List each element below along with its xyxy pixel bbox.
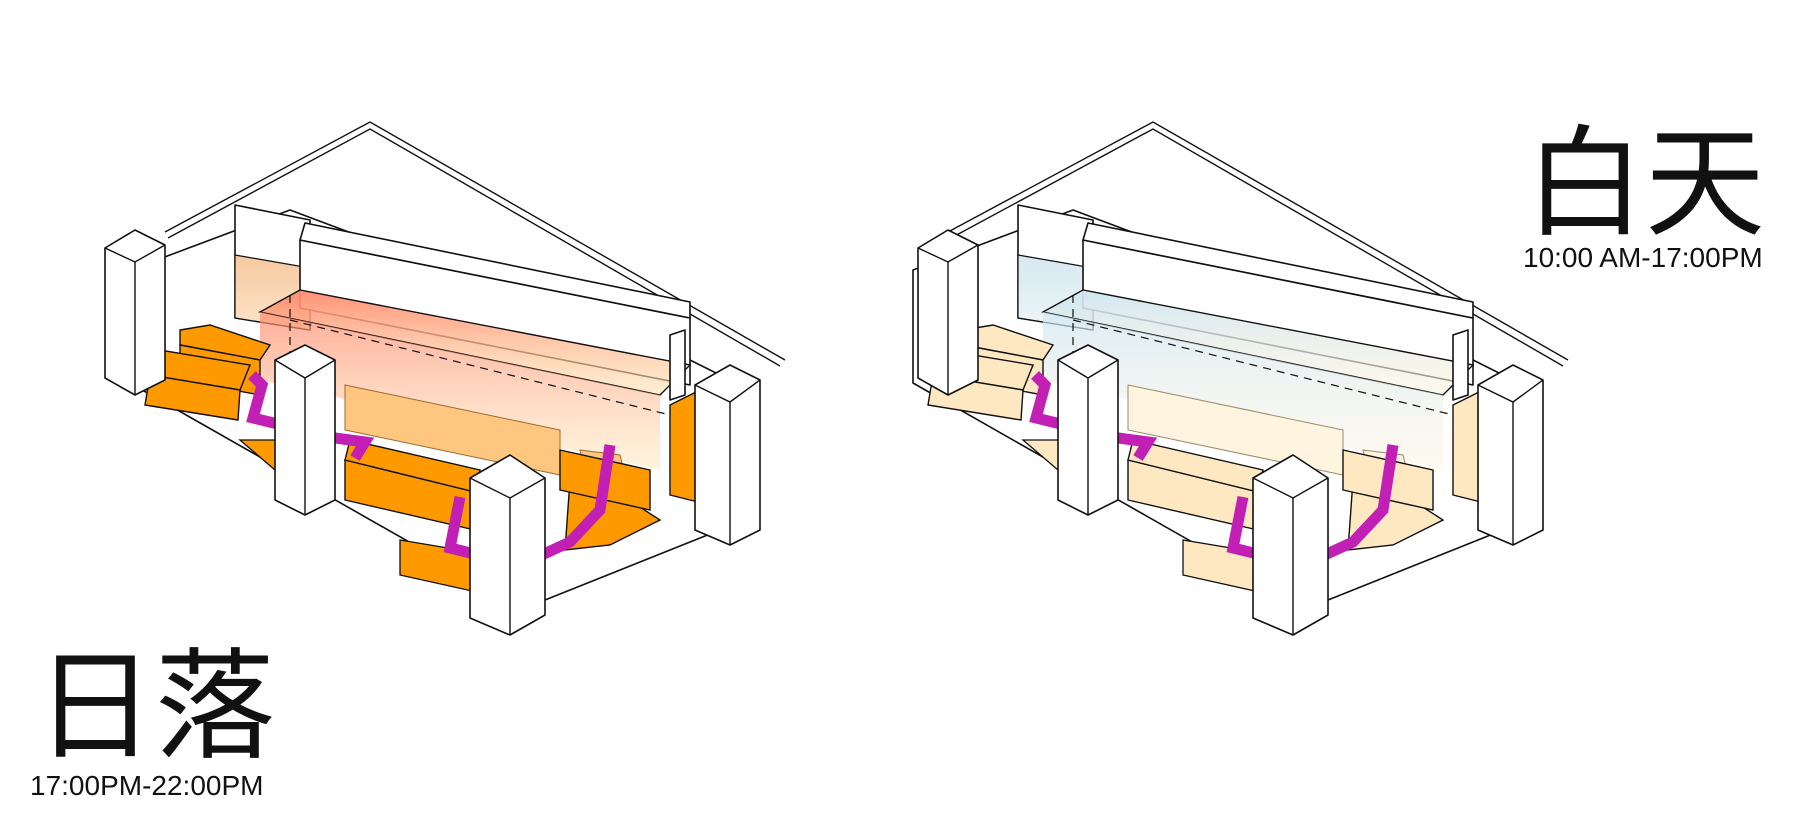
roof-outline-inner <box>950 128 1564 367</box>
sunset-scene <box>104 121 786 636</box>
column-center-front <box>1252 454 1329 636</box>
daytime-scene <box>912 121 1569 636</box>
column-center-front <box>469 454 546 636</box>
sunset-time-range: 17:00PM-22:00PM <box>30 770 263 801</box>
roof-outline <box>164 121 786 361</box>
column-center-left <box>274 344 336 516</box>
column-center-left <box>1057 344 1119 516</box>
column-back-right <box>669 329 686 401</box>
column-far-left <box>917 229 979 396</box>
bench-top-left <box>179 324 272 361</box>
light-box-edge-dashed <box>289 319 691 421</box>
light-box-edge-dashed <box>1072 319 1474 421</box>
roof-outline <box>947 121 1569 361</box>
daytime-title: 白天 <box>1525 115 1765 254</box>
back-wall-top <box>1082 222 1474 319</box>
sunset-title: 日落 <box>35 638 275 777</box>
back-wall-top <box>299 222 691 319</box>
column-back-right <box>1452 329 1469 401</box>
ramp-left <box>1021 439 1064 472</box>
daytime-time-range: 10:00 AM-17:00PM <box>1523 242 1763 273</box>
roof-outline-inner <box>167 128 781 367</box>
column-far-left <box>104 229 166 396</box>
bench-lower-left-front <box>144 374 241 421</box>
column-far-right <box>1477 364 1544 546</box>
ramp-left <box>238 439 281 472</box>
column-far-right <box>694 364 761 546</box>
